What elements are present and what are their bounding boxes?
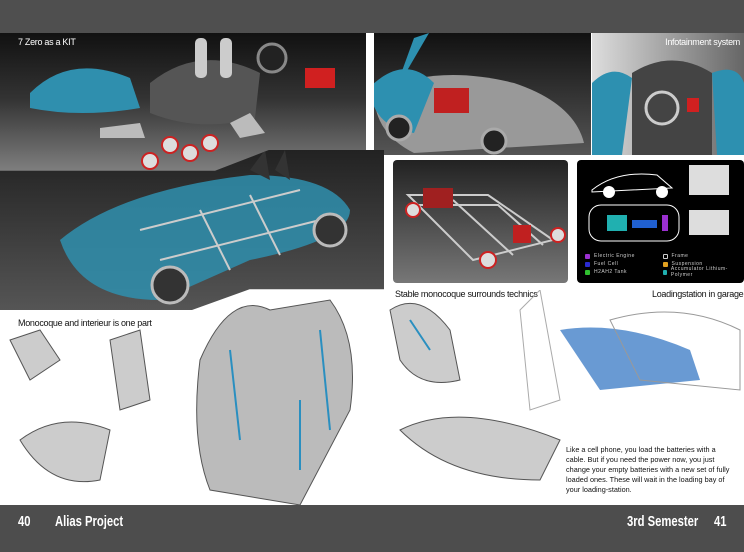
loading-caption: Loadingstation in garage [652,289,744,299]
left-title: Alias Project [55,513,124,530]
technical-drawing-panel: Electric Engine Frame Fuel Cell Suspensi… [577,160,744,283]
interior-caption: Monocoque and interieur is one part [18,318,152,328]
chassis-panel [393,160,568,283]
legend-item: H2AH2 Tank [585,268,663,276]
top-bar [0,0,744,33]
infotainment-image [592,60,744,155]
kit-caption: 7 Zero as a KIT [18,37,76,47]
transparent-car-image [60,150,350,305]
legend-swatch [585,261,590,267]
car-open-image [374,33,584,155]
right-page-number: 41 [714,513,727,530]
monocoque-car-panel [0,150,384,310]
sketches-image [9,290,741,505]
monocoque-tech-caption: Stable monocoque surrounds technics [395,289,538,299]
legend-item: Accumulator Lithium-Polymer [662,266,741,278]
legend-swatch [662,261,668,267]
infotainment-panel: Infotainment system [592,33,744,155]
legend-item: Suspension [662,260,741,268]
body-text: Like a cell phone, you load the batterie… [566,445,730,494]
technical-drawing-image [588,165,729,242]
technical-legend: Electric Engine Frame Fuel Cell Suspensi… [585,252,741,278]
kit-parts-image [30,38,335,170]
left-page-number: 40 [18,513,31,530]
legend-item: Electric Engine [585,252,663,260]
legend-label: Accumulator Lithium-Polymer [670,266,728,278]
footer: 40 Alias Project 3rd Semester 41 [0,505,744,552]
legend-swatch [585,253,590,259]
kit-panel: 7 Zero as a KIT [0,33,366,197]
car-open-panel [374,33,591,155]
legend-label: Frame [671,253,689,259]
legend-swatch [585,269,590,275]
infotainment-caption: Infotainment system [665,37,740,47]
legend-label: Fuel Cell [594,261,619,267]
legend-swatch [662,253,668,259]
legend-item: Frame [662,252,741,260]
legend-item: Fuel Cell [585,260,663,268]
right-title: 3rd Semester [627,513,699,530]
legend-swatch [662,269,667,275]
legend-label: H2AH2 Tank [594,269,627,275]
legend-label: Suspension [671,261,703,267]
legend-label: Electric Engine [594,253,635,259]
chassis-image [405,188,566,269]
